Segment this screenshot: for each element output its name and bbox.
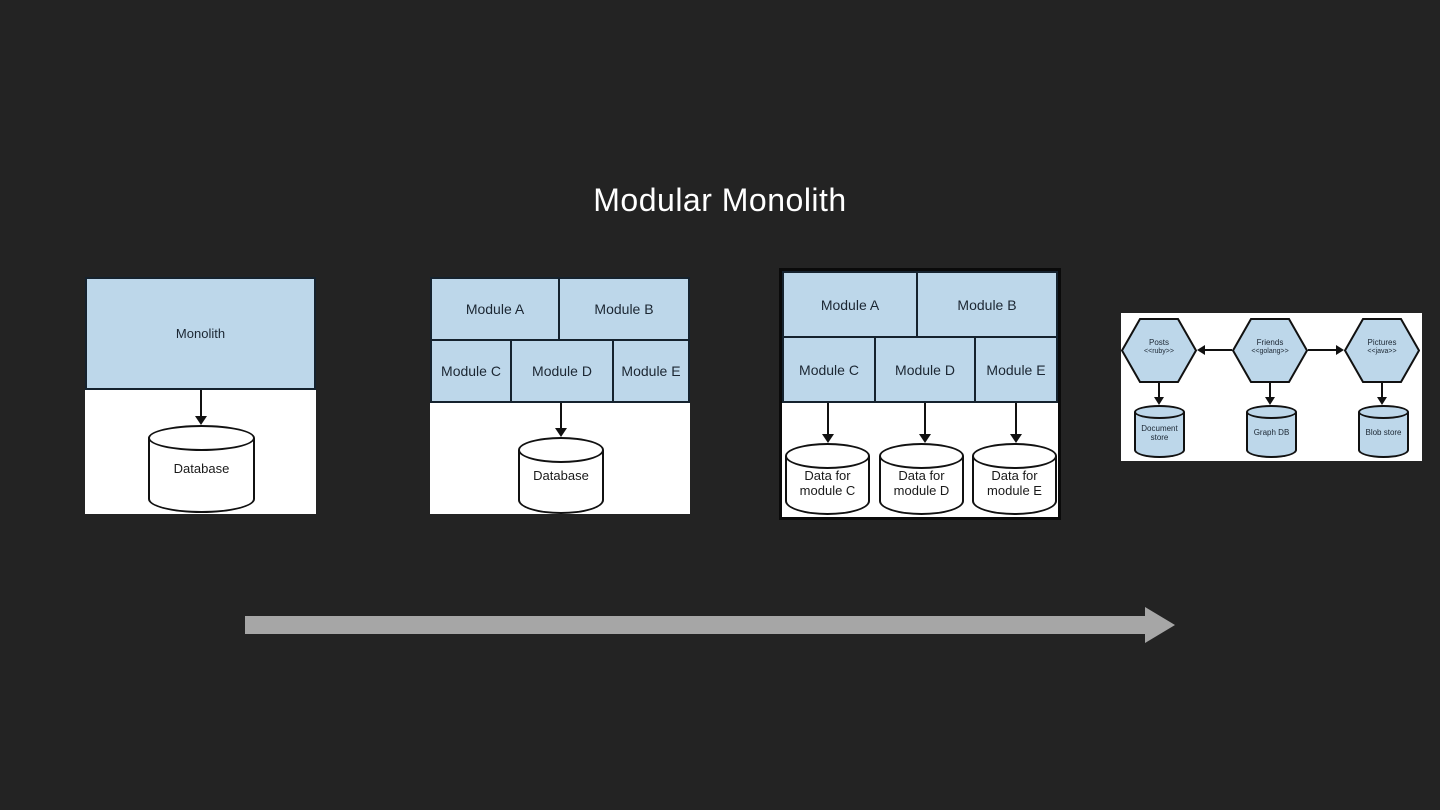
module-a-label: Module A	[820, 296, 880, 313]
hexagon-shape-icon	[1344, 318, 1420, 383]
arrow-friends-to-store-icon	[1265, 383, 1275, 405]
diagram-modular-monolith-split-db: Module A Module B Module C Module D Modu…	[779, 268, 1061, 520]
monolith-label: Monolith	[175, 326, 226, 341]
module-a-box: Module A	[782, 271, 918, 338]
data-for-module-d-label: Data for module D	[893, 467, 950, 498]
data-for-module-d-cylinder: Data for module D	[879, 443, 964, 515]
arrow-module-e-to-data-icon	[1010, 403, 1022, 443]
module-d-box: Module D	[510, 339, 614, 403]
module-b-box: Module B	[916, 271, 1058, 338]
graph-db-cylinder: Graph DB	[1246, 405, 1297, 458]
module-b-label: Module B	[594, 301, 654, 317]
slide-title: Modular Monolith	[593, 182, 847, 218]
diagram-single-monolith: Monolith Database	[85, 277, 316, 514]
pictures-service-hexagon: Pictures <<java>>	[1344, 318, 1420, 383]
module-e-box: Module E	[974, 336, 1058, 403]
module-b-box: Module B	[558, 277, 690, 341]
document-store-label: Document store	[1141, 424, 1178, 443]
database-cylinder: Database	[148, 425, 255, 513]
document-store-cylinder: Document store	[1134, 405, 1185, 458]
data-for-module-c-label: Data for module C	[799, 467, 856, 498]
module-d-label: Module D	[532, 363, 592, 379]
data-for-module-e-label: Data for module E	[987, 467, 1042, 498]
arrow-module-c-to-data-icon	[822, 403, 834, 443]
module-d-box: Module D	[874, 336, 976, 403]
posts-service-label: Posts <<ruby>>	[1121, 338, 1197, 357]
arrow-friends-to-pictures-icon	[1308, 345, 1344, 355]
service-name: Friends	[1256, 338, 1284, 347]
database-label: Database	[533, 468, 589, 484]
module-d-label: Module D	[895, 361, 955, 378]
module-a-box: Module A	[430, 277, 560, 341]
module-c-label: Module C	[799, 361, 859, 378]
module-e-box: Module E	[612, 339, 690, 403]
arrow-monolith-to-database-icon	[195, 390, 207, 425]
evolution-arrow-bar	[245, 616, 1145, 634]
graph-db-label: Graph DB	[1253, 428, 1290, 438]
evolution-arrow-head	[1145, 607, 1175, 643]
database-label: Database	[173, 460, 230, 476]
module-b-label: Module B	[957, 296, 1017, 313]
friends-service-hexagon: Friends <<golang>>	[1232, 318, 1308, 383]
service-name: Posts	[1148, 338, 1169, 347]
module-a-label: Module A	[465, 301, 525, 317]
pictures-service-label: Pictures <<java>>	[1344, 338, 1420, 357]
data-for-module-e-cylinder: Data for module E	[972, 443, 1057, 515]
arrow-modules-to-database-icon	[555, 403, 567, 437]
friends-service-label: Friends <<golang>>	[1232, 338, 1308, 357]
blob-store-label: Blob store	[1365, 428, 1402, 438]
service-stereotype: <<java>>	[1367, 348, 1397, 355]
module-c-box: Module C	[782, 336, 876, 403]
service-stereotype: <<golang>>	[1251, 348, 1289, 355]
hexagon-shape-icon	[1121, 318, 1197, 383]
evolution-arrow-icon	[245, 607, 1177, 643]
service-name: Pictures	[1367, 338, 1397, 347]
diagram-modular-monolith-shared-db: Module A Module B Module C Module D Modu…	[430, 277, 690, 514]
module-c-label: Module C	[441, 363, 501, 379]
blob-store-cylinder: Blob store	[1358, 405, 1409, 458]
database-cylinder: Database	[518, 437, 604, 514]
module-e-label: Module E	[986, 361, 1046, 378]
module-e-label: Module E	[621, 363, 681, 379]
posts-service-hexagon: Posts <<ruby>>	[1121, 318, 1197, 383]
arrow-posts-to-store-icon	[1154, 383, 1164, 405]
hexagon-shape-icon	[1232, 318, 1308, 383]
monolith-box: Monolith	[85, 277, 316, 390]
arrow-module-d-to-data-icon	[919, 403, 931, 443]
arrow-friends-to-posts-icon	[1197, 345, 1232, 355]
service-stereotype: <<ruby>>	[1144, 348, 1174, 355]
arrow-pictures-to-store-icon	[1377, 383, 1387, 405]
diagram-microservices: Posts <<ruby>> Friends <<golang>> Pictur…	[1121, 313, 1422, 461]
data-for-module-c-cylinder: Data for module C	[785, 443, 870, 515]
module-c-box: Module C	[430, 339, 512, 403]
